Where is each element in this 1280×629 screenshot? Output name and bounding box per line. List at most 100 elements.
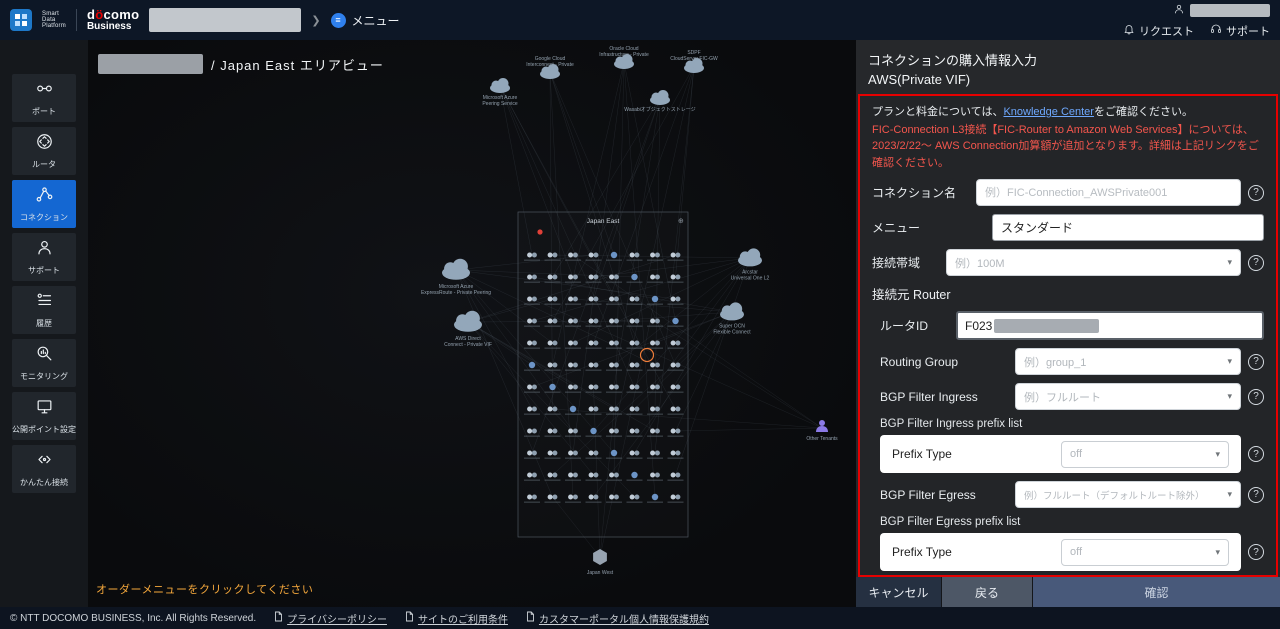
bandwidth-label: 接続帯域 xyxy=(872,256,921,270)
document-icon xyxy=(526,611,535,625)
menu-row: メニュー スタンダード xyxy=(872,214,1264,241)
menu-label: メニュー xyxy=(872,221,921,235)
cloud-node[interactable] xyxy=(442,258,470,280)
ingress-prefix-type-select[interactable]: off▾ xyxy=(1061,440,1229,468)
cloud-node[interactable] xyxy=(614,54,634,69)
egress-prefix-type-select[interactable]: off▾ xyxy=(1061,538,1229,566)
chevron-down-icon: ▾ xyxy=(1215,448,1220,459)
footer: © NTT DOCOMO BUSINESS, Inc. All Rights R… xyxy=(0,607,1280,629)
sidebar-item-easy-connect[interactable]: かんたん接続 xyxy=(12,445,76,493)
connection-icon xyxy=(35,185,54,209)
sidebar-item-port[interactable]: ポート xyxy=(12,74,76,122)
chevron-down-icon: ▾ xyxy=(1227,356,1232,366)
headset-icon xyxy=(1210,23,1222,38)
chevron-down-icon: ▾ xyxy=(1227,489,1232,499)
topbar: Smart Data Platform döcomo Business ❯ ≡ … xyxy=(0,0,1280,40)
menu-icon: ≡ xyxy=(330,12,346,28)
sidebar-item-public-point[interactable]: 公開ポイント設定 xyxy=(12,392,76,440)
docomo-business-logo: döcomo Business xyxy=(86,7,140,32)
router-id-row: ルータID F023 xyxy=(880,311,1264,340)
redacted-user-name xyxy=(1190,4,1270,17)
japan-west-node[interactable] xyxy=(593,549,607,565)
menu-button[interactable]: ≡ メニュー xyxy=(330,12,400,29)
port-icon xyxy=(35,79,54,103)
privacy-policy-link[interactable]: プライバシーポリシー xyxy=(274,611,387,626)
divider xyxy=(75,9,77,31)
cloud-node[interactable] xyxy=(540,64,560,79)
help-icon[interactable]: ? xyxy=(1248,184,1264,201)
bgp-ingress-select[interactable]: 例）フルルート▾ xyxy=(1015,383,1241,410)
bgp-ingress-row: BGP Filter Ingress 例）フルルート▾ ? xyxy=(880,383,1264,410)
router-id-label: ルータID xyxy=(880,319,929,333)
node-grid[interactable] xyxy=(524,251,684,503)
router-id-input[interactable]: F023 xyxy=(956,311,1264,340)
user-icon xyxy=(1173,2,1185,20)
cloud-node[interactable] xyxy=(490,78,510,93)
cloud-node[interactable] xyxy=(720,302,744,321)
help-icon[interactable]: ? xyxy=(1248,446,1264,462)
topbar-right: リクエスト サポート xyxy=(1123,2,1270,39)
area-group-box xyxy=(517,211,689,538)
panel-header: コネクションの購入情報入力 AWS(Private VIF) xyxy=(856,40,1280,94)
selected-node-ring xyxy=(639,347,655,363)
cloud-node[interactable] xyxy=(738,248,762,267)
copyright: © NTT DOCOMO BUSINESS, Inc. All Rights R… xyxy=(10,612,257,624)
sdp-logo-icon[interactable] xyxy=(10,9,32,31)
cloud-node[interactable] xyxy=(454,310,482,332)
knowledge-center-link[interactable]: Knowledge Center xyxy=(1003,106,1094,118)
sidebar-item-monitoring[interactable]: モニタリング xyxy=(12,339,76,387)
sidebar-item-router[interactable]: ルータ xyxy=(12,127,76,175)
other-tenants-node[interactable] xyxy=(816,420,828,432)
ingress-prefix-box: Prefix Type off▾ xyxy=(880,435,1241,473)
personal-info-link[interactable]: カスタマーポータル個人情報保護規約 xyxy=(526,611,709,626)
cloud-node[interactable] xyxy=(650,90,670,105)
cancel-button[interactable]: キャンセル xyxy=(856,577,941,607)
svg-text:Japan West: Japan West xyxy=(587,570,614,576)
bandwidth-row: 接続帯域 例）100M▾ ? xyxy=(872,249,1264,276)
bgp-ingress-label: BGP Filter Ingress xyxy=(880,389,978,404)
purchase-panel: コネクションの購入情報入力 AWS(Private VIF) プランと料金につい… xyxy=(856,40,1280,607)
chevron-down-icon: ▾ xyxy=(1227,391,1232,401)
support-button[interactable]: サポート xyxy=(1210,23,1270,39)
bgp-egress-prefix-title: BGP Filter Egress prefix list xyxy=(880,516,1021,528)
routing-group-label: Routing Group xyxy=(880,354,959,369)
sidebar-item-connection[interactable]: コネクション xyxy=(12,180,76,228)
help-icon[interactable]: ? xyxy=(1248,254,1264,271)
help-icon[interactable]: ? xyxy=(1248,353,1264,370)
sidebar-item-history[interactable]: 履歴 xyxy=(12,286,76,334)
router-icon xyxy=(35,132,54,156)
alert-node[interactable] xyxy=(537,229,543,235)
help-icon[interactable]: ? xyxy=(1248,388,1264,405)
plan-notice: プランと料金については、Knowledge Centerをご確認ください。 FI… xyxy=(872,104,1264,171)
bgp-egress-select[interactable]: 例）フルルート（デフォルトルート除外）▾ xyxy=(1015,481,1241,508)
routing-group-select[interactable]: 例）group_1▾ xyxy=(1015,348,1241,375)
expand-icon[interactable]: ⊕ xyxy=(678,218,684,225)
back-button[interactable]: 戻る xyxy=(942,577,1032,607)
request-button[interactable]: リクエスト xyxy=(1123,23,1194,39)
bandwidth-select[interactable]: 例）100M▾ xyxy=(946,249,1241,276)
help-icon[interactable]: ? xyxy=(1248,544,1264,560)
chevron-right-icon: ❯ xyxy=(311,14,321,27)
menu-value-box[interactable]: スタンダード xyxy=(992,214,1264,241)
egress-prefix-row: Prefix Type off▾ ? xyxy=(880,533,1264,571)
sidebar-item-support[interactable]: サポート xyxy=(12,233,76,281)
document-icon xyxy=(274,611,283,625)
ingress-prefix-row: Prefix Type off▾ ? xyxy=(880,435,1264,473)
confirm-button[interactable]: 確認 xyxy=(1033,577,1280,607)
help-icon[interactable]: ? xyxy=(1248,486,1264,503)
cloud-node[interactable] xyxy=(684,58,704,73)
terms-link[interactable]: サイトのご利用条件 xyxy=(405,611,508,626)
area-title: / Japan East エリアビュー xyxy=(98,54,384,74)
bgp-egress-label: BGP Filter Egress xyxy=(880,487,976,502)
sidebar: ポートルータコネクションサポート履歴モニタリング公開ポイント設定かんたん接続 xyxy=(0,40,88,607)
purchase-form: プランと料金については、Knowledge Centerをご確認ください。 FI… xyxy=(858,94,1278,577)
connection-name-input[interactable] xyxy=(976,179,1241,206)
group-label: Japan East xyxy=(587,218,620,225)
routing-group-row: Routing Group 例）group_1▾ ? xyxy=(880,348,1264,375)
